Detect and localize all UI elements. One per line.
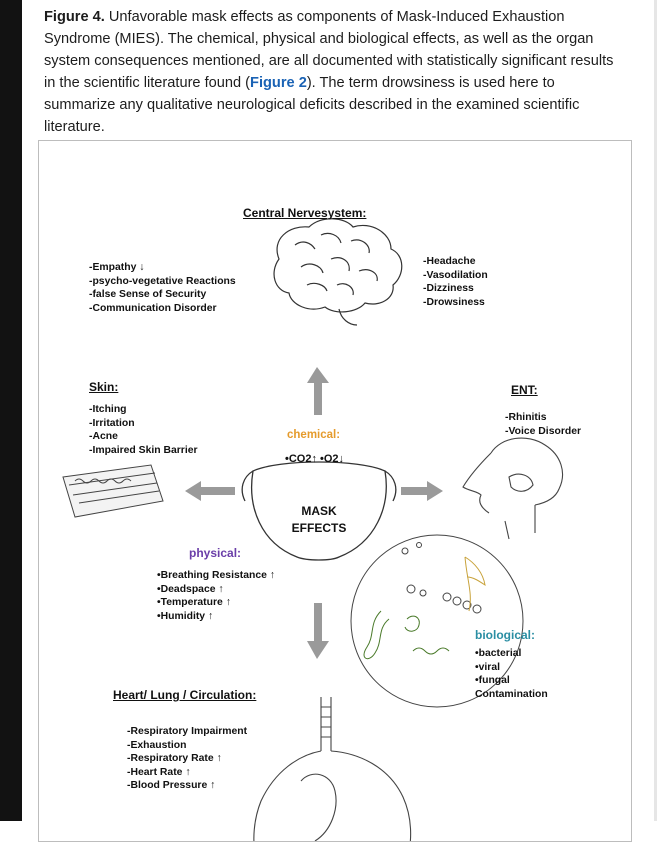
cns-left-list: -Empathy ↓ -psycho-vegetative Reactions … [89, 261, 236, 315]
biological-item: •fungal [475, 675, 510, 686]
caption-text-1: Unfavorable mask effects as components o… [44, 9, 614, 91]
cns-left-item: -Empathy ↓ [89, 262, 145, 273]
chemical-items: •CO2↑ •O2↓ [285, 453, 345, 465]
biological-title: biological: [475, 628, 535, 642]
lungs-icon [253, 697, 412, 841]
heart-item: -Blood Pressure ↑ [127, 780, 216, 791]
skin-title: Skin: [89, 380, 119, 394]
figure-panel: Central Nervesystem: -Empathy ↓ -psycho-… [38, 140, 632, 842]
cns-right-item: -Dizziness [423, 283, 474, 294]
figure-drawing [62, 218, 563, 841]
heart-item: -Exhaustion [127, 739, 187, 751]
biological-item: •bacterial [475, 648, 522, 659]
ent-item: -Rhinitis [505, 412, 547, 423]
face-mask-icon [241, 461, 397, 561]
cns-left-item: -false Sense of Security [89, 289, 207, 300]
cns-title: Central Nervesystem: [243, 206, 367, 220]
ent-item: -Voice Disorder [505, 425, 582, 437]
physical-item: •Temperature ↑ [157, 597, 231, 608]
arrow-left-icon [185, 481, 235, 501]
brain-icon [273, 218, 403, 326]
window-right-edge [654, 0, 657, 821]
cns-right-list: -Headache -Vasodilation -Dizziness -Drow… [423, 255, 488, 309]
caption-text-2: ). The term drowsiness is used here to s… [44, 75, 580, 135]
heart-title: Heart/ Lung / Circulation: [113, 688, 257, 702]
skin-list: -Itching -Irritation -Acne -Impaired Ski… [89, 403, 198, 457]
cns-left-item: -Communication Disorder [89, 302, 217, 314]
arrow-down-icon [307, 603, 329, 659]
biological-item: Contamination [475, 688, 548, 700]
mask-line-2: EFFECTS [291, 521, 347, 535]
skin-patch-icon [62, 464, 164, 518]
arrow-up-icon [307, 367, 329, 415]
head-profile-icon [462, 437, 563, 540]
skin-item: -Irritation [89, 417, 135, 429]
cns-right-item: -Drowsiness [423, 296, 485, 308]
skin-item: -Itching [89, 404, 127, 415]
biological-list: •bacterial •viral •fungal Contamination [475, 647, 548, 701]
skin-item: -Acne [89, 431, 118, 442]
ent-list: -Rhinitis -Voice Disorder [505, 411, 581, 438]
skin-item: -Impaired Skin Barrier [89, 444, 198, 456]
heart-list: -Respiratory Impairment -Exhaustion -Res… [127, 725, 247, 793]
arrow-right-icon [401, 481, 443, 501]
cns-right-item: -Headache [423, 256, 476, 267]
heart-item: -Respiratory Impairment [127, 726, 248, 737]
heart-item: -Respiratory Rate ↑ [127, 753, 222, 764]
cns-left-item: -psycho-vegetative Reactions [89, 275, 236, 287]
figure-caption: Figure 4. Unfavorable mask effects as co… [44, 6, 624, 138]
cns-right-item: -Vasodilation [423, 269, 488, 281]
figure-label: Figure 4. [44, 9, 105, 25]
ent-title: ENT: [511, 383, 538, 397]
mask-label: MASK EFFECTS [283, 503, 355, 537]
window-left-edge [0, 0, 22, 821]
microbes-icon [350, 534, 524, 708]
mask-line-1: MASK [301, 504, 337, 518]
heart-item: -Heart Rate ↑ [127, 766, 191, 778]
figure-2-link[interactable]: Figure 2 [250, 75, 307, 91]
biological-item: •viral [475, 661, 501, 673]
physical-item: •Humidity ↑ [157, 610, 214, 622]
physical-item: •Deadspace ↑ [157, 583, 224, 595]
chemical-title: chemical: [287, 429, 341, 441]
physical-title: physical: [189, 546, 242, 560]
physical-item: •Breathing Resistance ↑ [157, 570, 275, 581]
physical-list: •Breathing Resistance ↑ •Deadspace ↑ •Te… [157, 569, 275, 623]
